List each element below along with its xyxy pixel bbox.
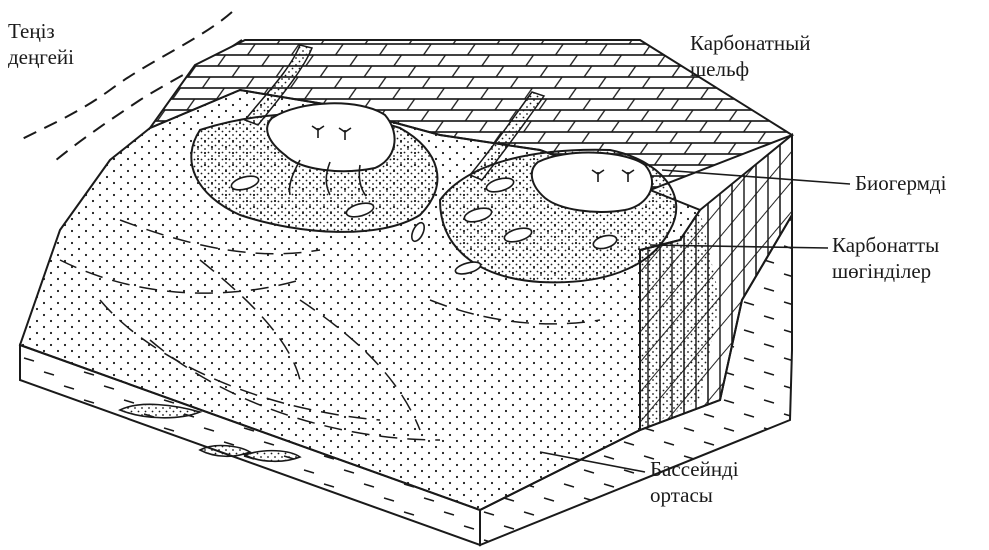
bioherms-label: Биогермді bbox=[855, 170, 946, 196]
basin-center-label-line2: ортасы bbox=[650, 482, 739, 508]
carbonate-shelf-label: Карбонатный шельф bbox=[690, 30, 811, 82]
carbonate-shelf-label-line1: Карбонатный bbox=[690, 30, 811, 56]
carbonate-deposits-label-line1: Карбонатты bbox=[832, 232, 939, 258]
sea-level-label-line2: деңгейі bbox=[8, 44, 74, 70]
basin-center-label: Бассейнді ортасы bbox=[650, 456, 739, 508]
bioherms-label-line1: Биогермді bbox=[855, 170, 946, 196]
sea-level-label: Теңіз деңгейі bbox=[8, 18, 74, 70]
carbonate-shelf-label-line2: шельф bbox=[690, 56, 811, 82]
basin-center-label-line1: Бассейнді bbox=[650, 456, 739, 482]
carbonate-deposits-label-line2: шөгінділер bbox=[832, 258, 939, 284]
sea-level-label-line1: Теңіз bbox=[8, 18, 74, 44]
carbonate-deposits-label: Карбонатты шөгінділер bbox=[832, 232, 939, 284]
